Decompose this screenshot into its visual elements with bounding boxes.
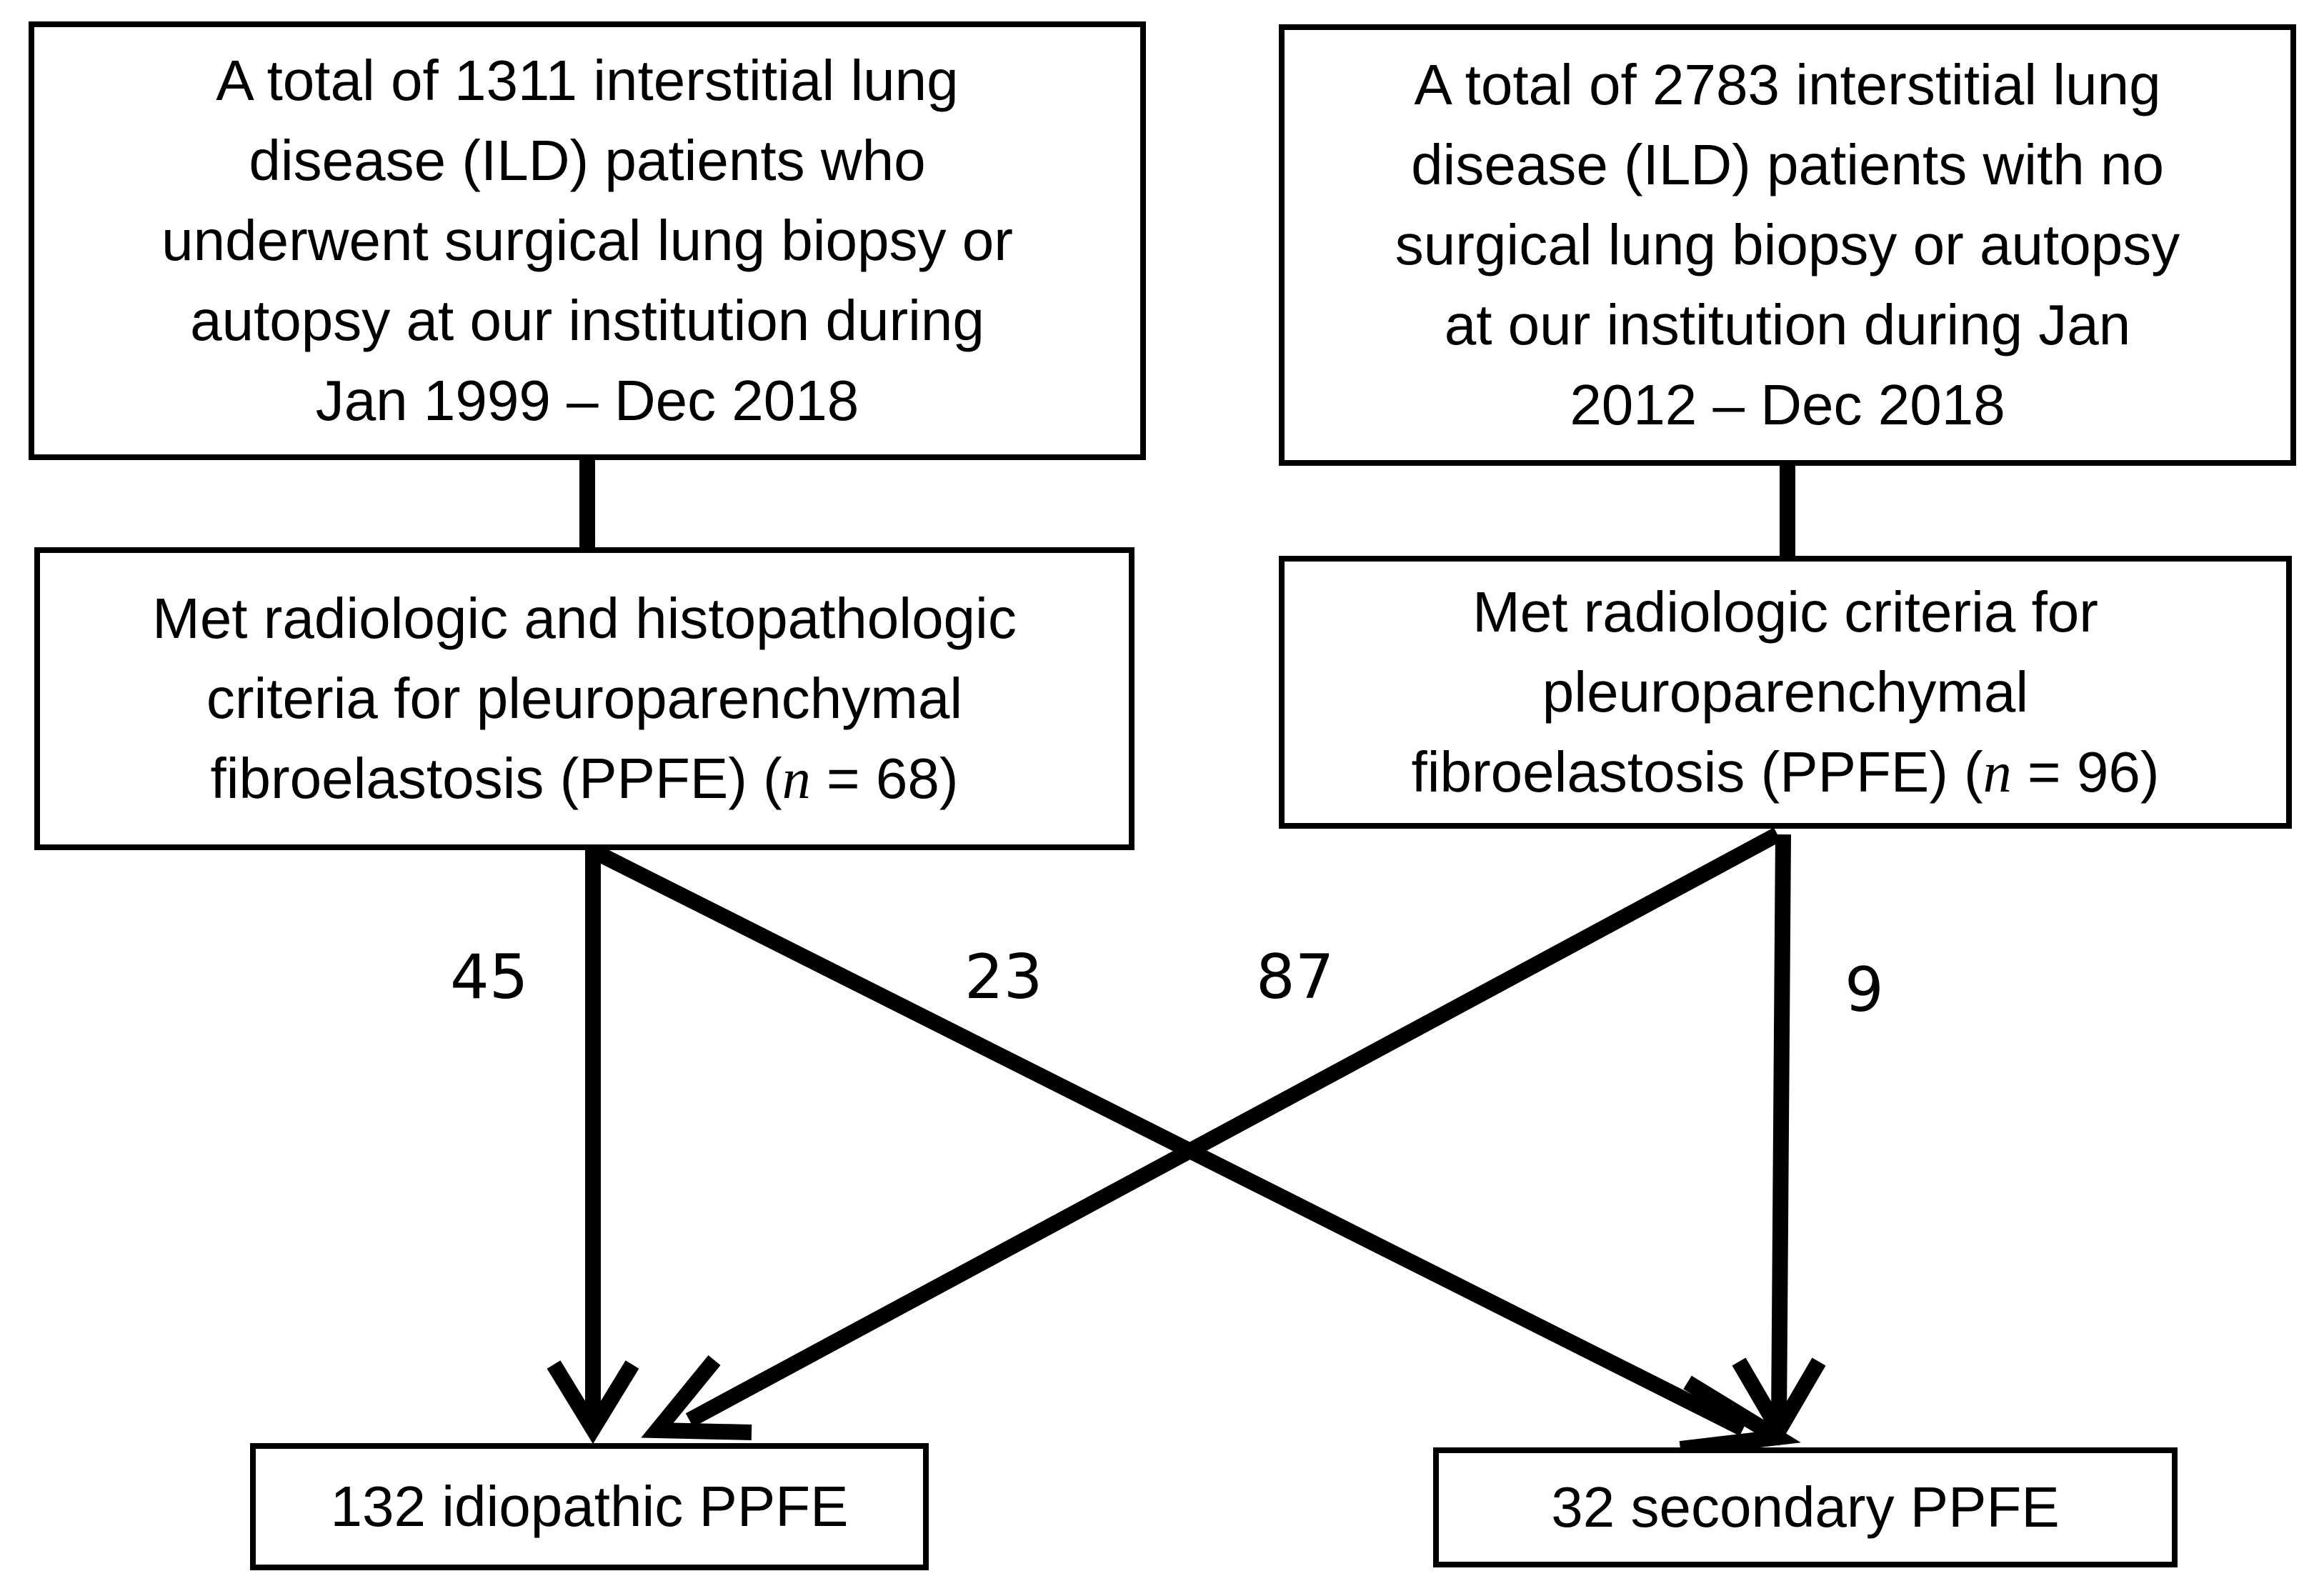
box-radiologic-criteria: Met radiologic criteria for pleuroparenc… (1279, 556, 2292, 829)
arrowhead-left-to-idiopathic (547, 1360, 639, 1445)
count-left-to-secondary: 23 (964, 942, 1043, 1013)
box-radiologic-histopathologic-criteria: Met radiologic and histopathologic crite… (34, 547, 1134, 850)
arrow-left-to-secondary (594, 846, 1747, 1436)
box-idiopathic-ppfe: 132 idiopathic PPFE (250, 1443, 929, 1570)
box-no-biopsy-cohort: A total of 2783 interstitial lung diseas… (1279, 24, 2296, 466)
line: Met radiologic criteria for (1472, 579, 2098, 644)
secondary-ppfe-label: 32 secondary PPFE (1551, 1475, 2060, 1539)
line: criteria for pleuroparenchymal (206, 666, 963, 730)
count-right-to-idiopathic: 87 (1256, 942, 1335, 1013)
arrowhead-right-to-idiopathic (641, 1355, 752, 1440)
line: Met radiologic and histopathologic (152, 586, 1017, 650)
box-radiologic-text: Met radiologic criteria for pleuroparenc… (1412, 572, 2160, 813)
count-left-to-idiopathic: 45 (450, 942, 529, 1013)
arrow-right-to-idiopathic (685, 827, 1782, 1427)
box-radiologic-histopathologic-text: Met radiologic and histopathologic crite… (152, 579, 1017, 819)
count-right-to-secondary: 9 (1845, 954, 1884, 1026)
box-biopsy-autopsy-text: A total of 1311 interstitial lung diseas… (161, 49, 1013, 432)
line: pleuroparenchymal (1542, 659, 2029, 724)
line: fibroelastosis (PPFE) ( (210, 746, 782, 810)
line: = 96) (2011, 739, 2160, 804)
line: fibroelastosis (PPFE) ( (1411, 739, 1983, 804)
n-symbol: n (1983, 741, 2012, 804)
box-secondary-ppfe: 32 secondary PPFE (1433, 1447, 2178, 1567)
box-biopsy-autopsy-cohort: A total of 1311 interstitial lung diseas… (29, 21, 1146, 460)
box-no-biopsy-text: A total of 2783 interstitial lung diseas… (1395, 53, 2180, 437)
idiopathic-ppfe-label: 132 idiopathic PPFE (330, 1475, 849, 1538)
n-symbol: n (782, 747, 811, 811)
arrow-right-to-secondary (1771, 834, 1791, 1422)
arrowhead-right-to-secondary (1732, 1357, 1826, 1446)
line: = 68) (810, 746, 959, 810)
